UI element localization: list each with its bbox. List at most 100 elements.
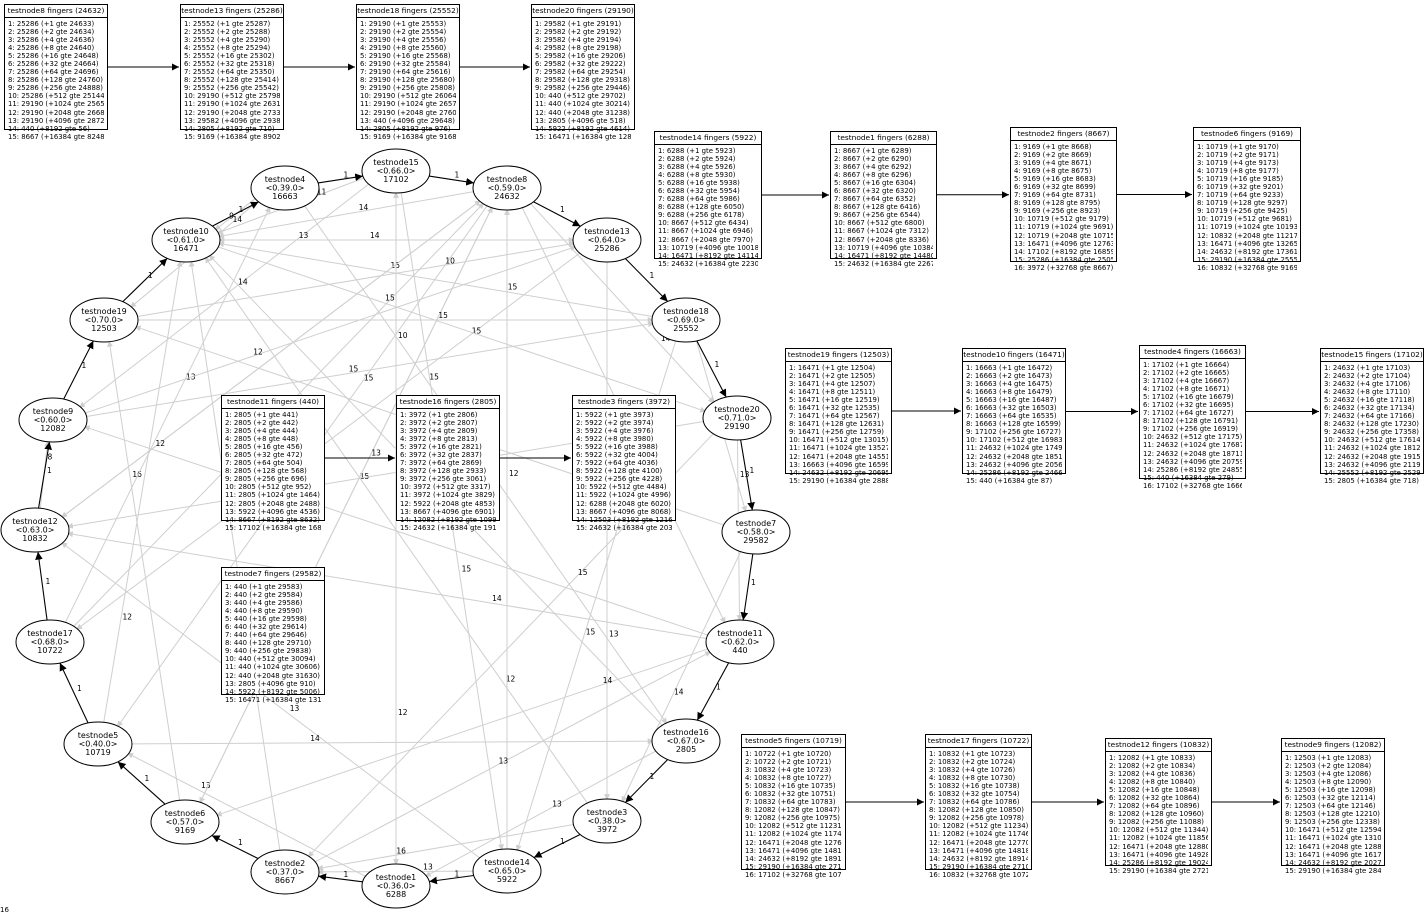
finger-table-row: 4: 9169 (+8 gte 8675): [1014, 167, 1092, 176]
finger-table-ft8: testnode8 fingers (24632)1: 25286 (+1 gt…: [4, 4, 108, 141]
finger-table-row: 5: 9169 (+16 gte 8683): [1014, 175, 1096, 184]
node-range: <0.68.0>: [31, 638, 70, 647]
finger-table-row: 7: 16471 (+64 gte 12567): [789, 412, 880, 421]
finger-table-row: 14: 5922 (+8192 gte 4614): [535, 124, 630, 133]
finger-table-row: 9: 24632 (+256 gte 17358): [1324, 428, 1419, 437]
finger-table-ft16: testnode16 fingers (2805)1: 3972 (+1 gte…: [396, 395, 500, 532]
finger-edge-label: 15: [508, 283, 518, 292]
node-name: testnode18: [663, 307, 709, 316]
finger-table-row: 13: 10719 (+4096 gte 10018): [658, 243, 758, 252]
finger-edge-testnode1-testnode5: [126, 752, 368, 878]
finger-table-row: 12: 16471 (+2048 gte 14551): [789, 452, 888, 461]
finger-table-title: testnode9 fingers (12082): [1282, 739, 1384, 752]
finger-edge-label: 14: [233, 215, 243, 224]
finger-table-row: 8: 12503 (+128 gte 12210): [1285, 810, 1380, 819]
finger-table-row: 2: 10719 (+2 gte 9171): [1197, 151, 1279, 160]
finger-edge-label: 14: [370, 231, 380, 240]
finger-table-row: 6: 29190 (+32 gte 25584): [360, 60, 451, 69]
finger-table-row: 16: 17102 (+32768 gte 10719): [745, 870, 842, 879]
finger-table-row: 13: 2805 (+4096 gte 910): [225, 679, 316, 688]
finger-table-title: testnode10 fingers (16471): [963, 349, 1065, 362]
finger-table-row: 7: 10832 (+64 gte 10783): [745, 798, 836, 807]
finger-edge-testnode8-testnode20: [529, 202, 715, 404]
finger-table-row: 8: 6288 (+128 gte 6050): [658, 203, 745, 212]
node-testnode17: testnode17<0.68.0>10722: [15, 619, 85, 665]
node-ellipse: [472, 165, 542, 211]
finger-table-row: 3: 24632 (+4 gte 17106): [1324, 380, 1411, 389]
finger-table-title: testnode18 fingers (25552): [357, 5, 459, 18]
finger-table-row: 5: 8667 (+16 gte 6304): [834, 179, 916, 188]
finger-table-rows: 1: 12503 (+1 gte 12083)2: 12503 (+2 gte …: [1282, 752, 1384, 877]
finger-table-row: 1: 12082 (+1 gte 10833): [1109, 754, 1196, 762]
finger-table-row: 14: 24632 (+8192 gte 20695): [789, 468, 888, 477]
finger-edge-label: 11: [317, 188, 327, 197]
finger-table-row: 2: 25286 (+2 gte 24634): [8, 28, 95, 37]
successor-edge-label: 1: [750, 466, 755, 475]
node-testnode14: testnode14<0.65.0>5922: [472, 848, 542, 894]
finger-table-row: 15: 29190 (+16384 gte 28466): [1285, 866, 1381, 875]
finger-table-row: 14: 25286 (+8192 gte 19024): [1109, 858, 1208, 867]
finger-table-row: 14: 2805 (+8192 gte 710): [184, 124, 275, 133]
finger-table-row: 4: 8667 (+8 gte 6296): [834, 171, 912, 180]
finger-table-ft3: testnode3 fingers (3972)1: 5922 (+1 gte …: [572, 395, 676, 532]
finger-table-row: 10: 24632 (+512 gte 17614): [1324, 436, 1420, 445]
finger-table-row: 4: 440 (+8 gte 29590): [225, 607, 303, 616]
finger-table-row: 1: 29190 (+1 gte 25553): [360, 20, 447, 28]
successor-edge-label: 1: [145, 774, 150, 783]
finger-table-row: 10: 16471 (+512 gte 13015): [789, 436, 888, 445]
finger-edge-label: 12: [398, 708, 408, 717]
finger-table-row: 3: 17102 (+4 gte 16667): [1143, 377, 1230, 386]
node-ellipse: [572, 217, 642, 263]
node-name: testnode2: [265, 859, 305, 868]
finger-table-row: 12: 16471 (+2048 gte 12770): [929, 838, 1028, 847]
finger-table-row: 5: 29582 (+16 gte 29206): [535, 52, 626, 61]
finger-table-row: 1: 440 (+1 gte 29583): [225, 583, 303, 591]
successor-edge-label: 1: [455, 171, 460, 180]
finger-table-row: 4: 6288 (+8 gte 5930): [658, 171, 736, 180]
node-name: testnode7: [736, 519, 776, 528]
finger-edge-testnode2-testnode10: [188, 260, 281, 852]
finger-table-row: 1: 8667 (+1 gte 6289): [834, 147, 912, 155]
finger-table-row: 6: 24632 (+32 gte 17134): [1324, 404, 1415, 413]
finger-table-row: 8: 25286 (+128 gte 24760): [8, 76, 103, 85]
finger-table-row: 7: 25286 (+64 gte 24696): [8, 68, 99, 77]
node-ellipse: [150, 799, 220, 845]
finger-table-row: 10: 5922 (+512 gte 4484): [576, 483, 667, 492]
node-name: testnode8: [487, 175, 527, 184]
node-testnode8: testnode8<0.59.0>24632: [472, 165, 542, 211]
finger-edge-testnode5-testnode16: [130, 738, 654, 745]
node-id: 25552: [673, 324, 698, 333]
finger-table-row: 13: 29582 (+4096 gte 29382): [184, 116, 280, 125]
finger-table-rows: 1: 16663 (+1 gte 16472)2: 16663 (+2 gte …: [963, 362, 1065, 487]
node-id: 8667: [275, 876, 295, 885]
finger-table-row: 2: 3972 (+2 gte 2807): [400, 419, 478, 428]
finger-table-rows: 1: 17102 (+1 gte 16664)2: 17102 (+2 gte …: [1140, 359, 1245, 492]
node-testnode11: testnode11<0.62.0>440: [705, 619, 775, 665]
node-range: <0.61.0>: [167, 236, 206, 245]
finger-table-row: 10: 29190 (+512 gte 25798): [184, 92, 280, 101]
finger-edge-label: 15: [586, 627, 596, 636]
finger-table-row: 10: 8667 (+512 gte 6800): [834, 219, 925, 228]
finger-table-row: 9: 25552 (+256 gte 25542): [184, 84, 279, 93]
finger-table-title: testnode7 fingers (29582): [222, 568, 324, 581]
node-name: testnode9: [33, 407, 73, 416]
node-testnode1: testnode1<0.36.0>6288: [361, 863, 431, 909]
finger-table-row: 14: 16471 (+8192 gte 14114): [658, 251, 758, 260]
finger-table-row: 9: 12082 (+256 gte 10978): [929, 814, 1024, 823]
node-range: <0.67.0>: [667, 737, 706, 746]
node-id: 25286: [594, 244, 619, 253]
finger-table-row: 16: 17102 (+32768 gte 16663): [1143, 481, 1242, 490]
finger-table-row: 13: 10719 (+4096 gte 10384): [834, 243, 933, 252]
node-range: <0.64.0>: [588, 236, 627, 245]
finger-table-row: 5: 25552 (+16 gte 25302): [184, 52, 275, 61]
successor-edge-testnode16-testnode3: [624, 759, 669, 803]
successor-edge-testnode13-testnode18: [624, 258, 669, 302]
finger-table-ft13: testnode13 fingers (25286)1: 25552 (+1 g…: [180, 4, 284, 141]
node-id: 29582: [743, 536, 768, 545]
finger-table-row: 13: 16471 (+4096 gte 14815): [745, 846, 842, 855]
node-ellipse: [651, 297, 721, 343]
finger-table-row: 15: 24632 (+16384 gte 19189): [400, 523, 496, 532]
finger-table-ft14: testnode14 fingers (5922)1: 6288 (+1 gte…: [654, 131, 762, 268]
finger-edge-testnode16-testnode1: [424, 749, 658, 878]
